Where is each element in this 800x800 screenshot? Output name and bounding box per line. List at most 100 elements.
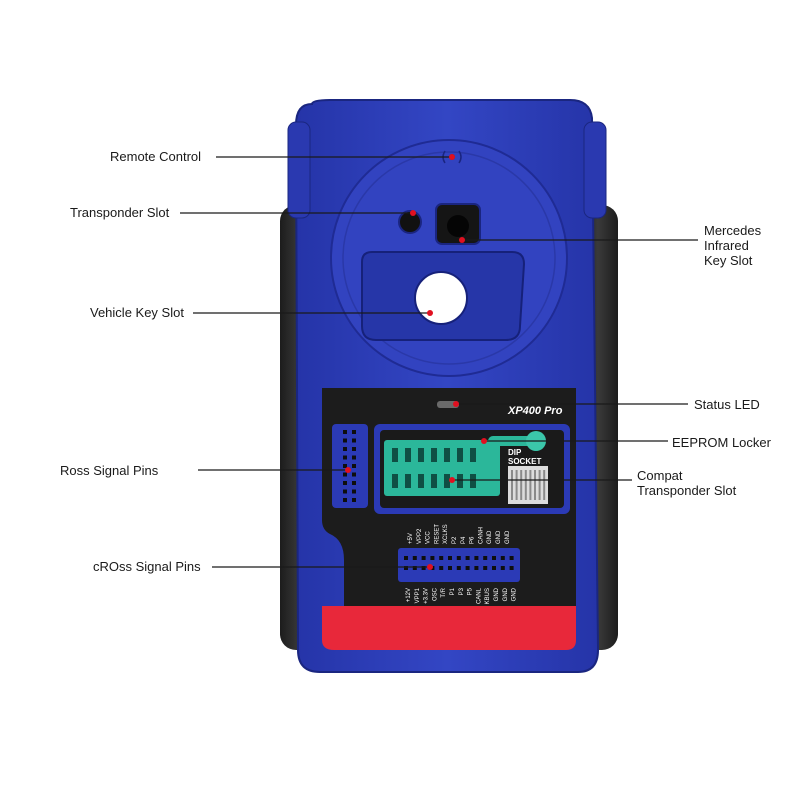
ross-pin [343, 430, 347, 434]
compat-tooth [543, 470, 546, 500]
bottom-pin-label: P3 [459, 587, 465, 595]
zif-socket [384, 440, 500, 496]
bottom-pin-label: GND [512, 587, 518, 601]
top-pin-label: RESET [434, 524, 440, 544]
callout-remote-control-text: Remote Control [110, 149, 202, 164]
bottom-pin-label: P1 [450, 587, 456, 595]
callout-transponder-slot: Transponder Slot [70, 205, 169, 220]
model-label: XP400 Pro [507, 405, 563, 417]
callout-compat-line1: Compat [637, 468, 683, 483]
top-pin-label: GND [505, 530, 511, 544]
cross-pin [465, 566, 470, 570]
compat-tooth [529, 470, 532, 500]
ross-pin [352, 489, 356, 494]
cross-pin [483, 556, 488, 560]
callout-cross-signal-pins: cROss Signal Pins [93, 559, 201, 574]
marker-vehicle-key [427, 310, 433, 316]
ross-pin [352, 472, 356, 477]
cross-pin [465, 556, 470, 560]
cross-pin [448, 566, 452, 570]
ross-pin [352, 438, 356, 443]
bottom-pin-label: CANL [476, 587, 482, 604]
cross-pin [404, 566, 408, 570]
cross-pin [500, 556, 505, 560]
zif-slot [444, 448, 450, 462]
callout-ross-signal-pins-text: Ross Signal Pins [60, 463, 159, 478]
ross-signal-pins [332, 424, 368, 508]
marker-transponder-slot [410, 210, 416, 216]
ross-pin [352, 430, 356, 434]
callout-eeprom-locker: EEPROM Locker [672, 435, 771, 450]
callout-vehicle-key-slot: Vehicle Key Slot [90, 305, 184, 320]
callout-compat-line2: Transponder Slot [637, 483, 737, 498]
bottom-pin-label: KBUS [485, 588, 491, 604]
zif-slot [392, 474, 398, 488]
zif-slot [457, 448, 463, 462]
zif-slot [405, 448, 411, 462]
bottom-pin-label: GND [503, 587, 509, 601]
ross-pin [343, 464, 347, 468]
cross-pin [474, 556, 479, 560]
ross-pin [352, 481, 356, 485]
top-pin-label: GND [496, 530, 502, 544]
ross-pin [352, 464, 356, 468]
ross-pin [352, 498, 356, 502]
callout-status-led: Status LED [694, 397, 760, 412]
cross-pin [421, 566, 426, 570]
top-pin-label: CANH [478, 527, 484, 544]
ross-pin [343, 481, 347, 485]
cross-pin [456, 556, 461, 560]
compat-transponder-slot [508, 466, 548, 504]
zif-slot [418, 448, 424, 462]
ross-pin [343, 455, 347, 460]
top-pin-label: P6 [470, 536, 476, 544]
ross-pin [352, 447, 356, 451]
cross-pin [412, 566, 417, 570]
cross-pin [448, 556, 452, 560]
bottom-pin-label: GND [494, 587, 500, 601]
callout-vehicle-key-slot-text: Vehicle Key Slot [90, 305, 184, 320]
cross-pin [509, 556, 514, 560]
transponder-slot [398, 210, 422, 234]
cross-pin [456, 566, 461, 570]
ross-pin [343, 489, 347, 494]
marker-compat [449, 477, 455, 483]
callout-mercedes-line1: Mercedes [704, 223, 762, 238]
compat-tooth [511, 470, 513, 500]
zif-slot [431, 474, 437, 488]
callout-mercedes-line3: Key Slot [704, 253, 753, 268]
callout-mercedes: Mercedes Infrared Key Slot [704, 223, 761, 268]
bottom-pin-label: T/R [441, 587, 447, 597]
dip-label-line1: DIP [508, 448, 522, 457]
cross-pin [474, 566, 479, 570]
cross-pin [404, 556, 408, 560]
marker-status-led [453, 401, 459, 407]
callout-mercedes-line2: Infrared [704, 238, 749, 253]
ross-pin [343, 498, 347, 502]
callout-compat-transponder: Compat Transponder Slot [637, 468, 736, 498]
zif-slot [418, 474, 424, 488]
compat-tooth [524, 470, 527, 500]
bottom-pin-label: P5 [468, 587, 474, 595]
top-pin-label: +5V [408, 533, 414, 544]
cross-pin [483, 566, 488, 570]
cross-pin [500, 566, 505, 570]
callout-ross-signal-pins: Ross Signal Pins [60, 463, 158, 478]
cross-pin [439, 566, 444, 570]
top-pin-label: VCC [426, 531, 432, 544]
compat-tooth [520, 470, 523, 500]
cross-pin [492, 556, 496, 560]
cross-pin [509, 566, 514, 570]
ross-pin [343, 438, 347, 443]
callout-eeprom-locker-text: EEPROM Locker [672, 435, 771, 450]
ross-pin [343, 447, 347, 451]
marker-remote-control [449, 154, 455, 160]
top-pin-label: P2 [452, 536, 458, 544]
zif-slot [405, 474, 411, 488]
top-pin-label: XCLKS [443, 524, 449, 544]
zif-slot [392, 448, 398, 462]
top-pin-label: P4 [461, 536, 467, 544]
zif-slot [431, 448, 437, 462]
bottom-pin-label: VPP1 [415, 587, 421, 603]
